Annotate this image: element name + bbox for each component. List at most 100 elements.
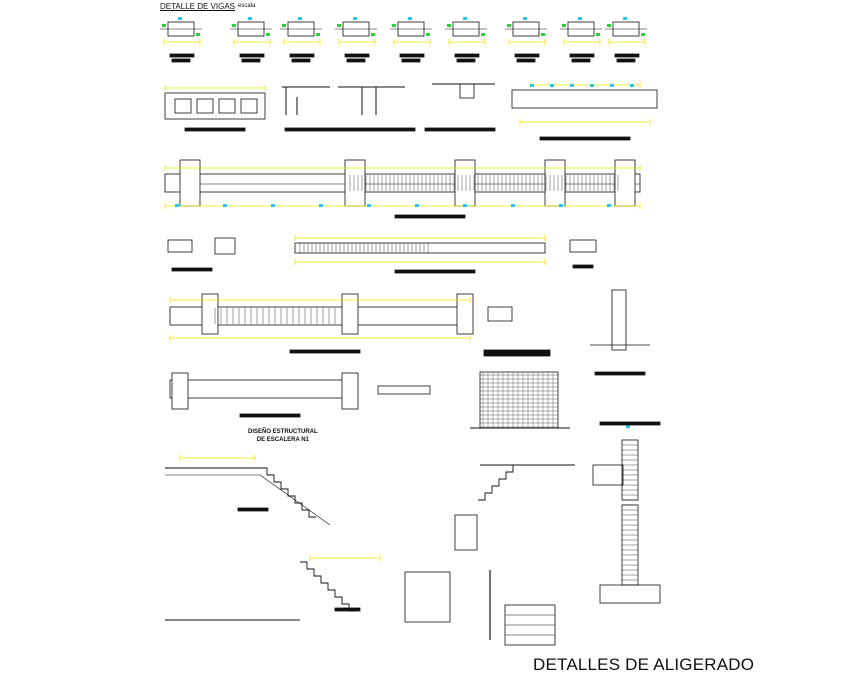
stair-support [454,514,478,551]
label-bar [571,58,591,63]
label-bar [572,264,594,269]
hollow-block [174,98,192,114]
long-beam-elevation [164,159,641,219]
stair-flight [300,561,356,612]
label-bar [539,136,631,141]
tag-marker [175,204,179,207]
label-bar [616,58,636,63]
rebar-marker [426,33,430,36]
label-bar [514,53,540,58]
label-bar [516,58,536,63]
beam-body [164,173,641,193]
tag-marker [630,84,634,87]
rebar-marker [371,33,375,36]
rebar-marker [596,33,600,36]
tag-marker [463,204,467,207]
rebar-marker [507,24,511,27]
sheet-scale-label: escala [238,3,256,9]
beam-section [167,239,193,253]
column-section [179,159,201,207]
stair-title-line1: DISEÑO ESTRUCTURAL [248,429,318,435]
label-bar [289,349,361,354]
label-bar [401,58,421,63]
label-bar [569,53,595,58]
label-bar [344,53,370,58]
tag-marker [178,17,182,20]
column-schedule [592,464,624,486]
tag-marker [559,204,563,207]
rebar-marker [541,33,545,36]
tag-marker [550,84,554,87]
rebar-marker [196,33,200,36]
label-bar [456,58,476,63]
tag-marker [463,17,467,20]
hollow-block [240,98,258,114]
rebar-marker [282,24,286,27]
label-bar [239,413,301,418]
label-bar [394,269,476,274]
beam-body [377,385,431,395]
tag-marker [248,17,252,20]
label-bar [424,127,496,132]
tag-marker [298,17,302,20]
tag-marker [530,84,534,87]
label-bar [184,127,246,132]
label-bar [241,58,261,63]
column-section [341,372,359,410]
column-section [341,293,359,335]
tag-marker [415,204,419,207]
beam-detail-row [167,235,597,274]
wall-frame [479,371,559,429]
tag-marker [319,204,323,207]
sheet-title: DETALLE DE VIGAS [160,2,235,11]
rebar-marker [641,33,645,36]
anchor-detail [404,571,451,623]
column-reinforcement-detail [592,421,661,604]
rebar-marker [232,24,236,27]
tag-marker [626,425,630,428]
beam-section [214,237,236,255]
tag-marker [353,17,357,20]
label-bar [399,53,425,58]
stair-flight [260,467,316,518]
hollow-block [218,98,236,114]
beam-body [169,379,356,399]
label-bar [483,349,551,357]
column-section [201,293,219,335]
stair-title-line2: DE ESCALERA N1 [256,437,309,443]
tag-marker [511,204,515,207]
rebar-marker [481,33,485,36]
rebar-marker [316,33,320,36]
slab-elevation [511,89,658,109]
stair-flight [478,464,520,501]
label-bar [599,421,661,426]
label-bar [171,267,213,272]
tag-marker [570,84,574,87]
brick-wall-detail [470,371,570,429]
tag-marker [578,17,582,20]
column-elevation [611,289,627,351]
tag-marker [610,84,614,87]
label-bar [346,58,366,63]
stair-title: DISEÑO ESTRUCTURAL DE ESCALERA N1 [248,428,318,444]
label-bar [291,58,311,63]
tag-marker [271,204,275,207]
stair-details [165,455,575,646]
beam-stub [459,83,475,99]
label-bar [284,127,416,132]
rebar-marker [447,24,451,27]
rebar-marker [337,24,341,27]
rebar-marker [562,24,566,27]
label-bar [334,607,361,612]
joist-slab-section [164,92,266,120]
hollow-block [196,98,214,114]
label-bar [454,53,480,58]
label-bar [594,371,646,376]
beam-sections-row [160,17,647,63]
beam-elevation-2 [169,289,650,418]
label-bar [394,214,466,219]
label-bar [237,507,269,512]
tag-marker [623,17,627,20]
rebar-marker [162,24,166,27]
